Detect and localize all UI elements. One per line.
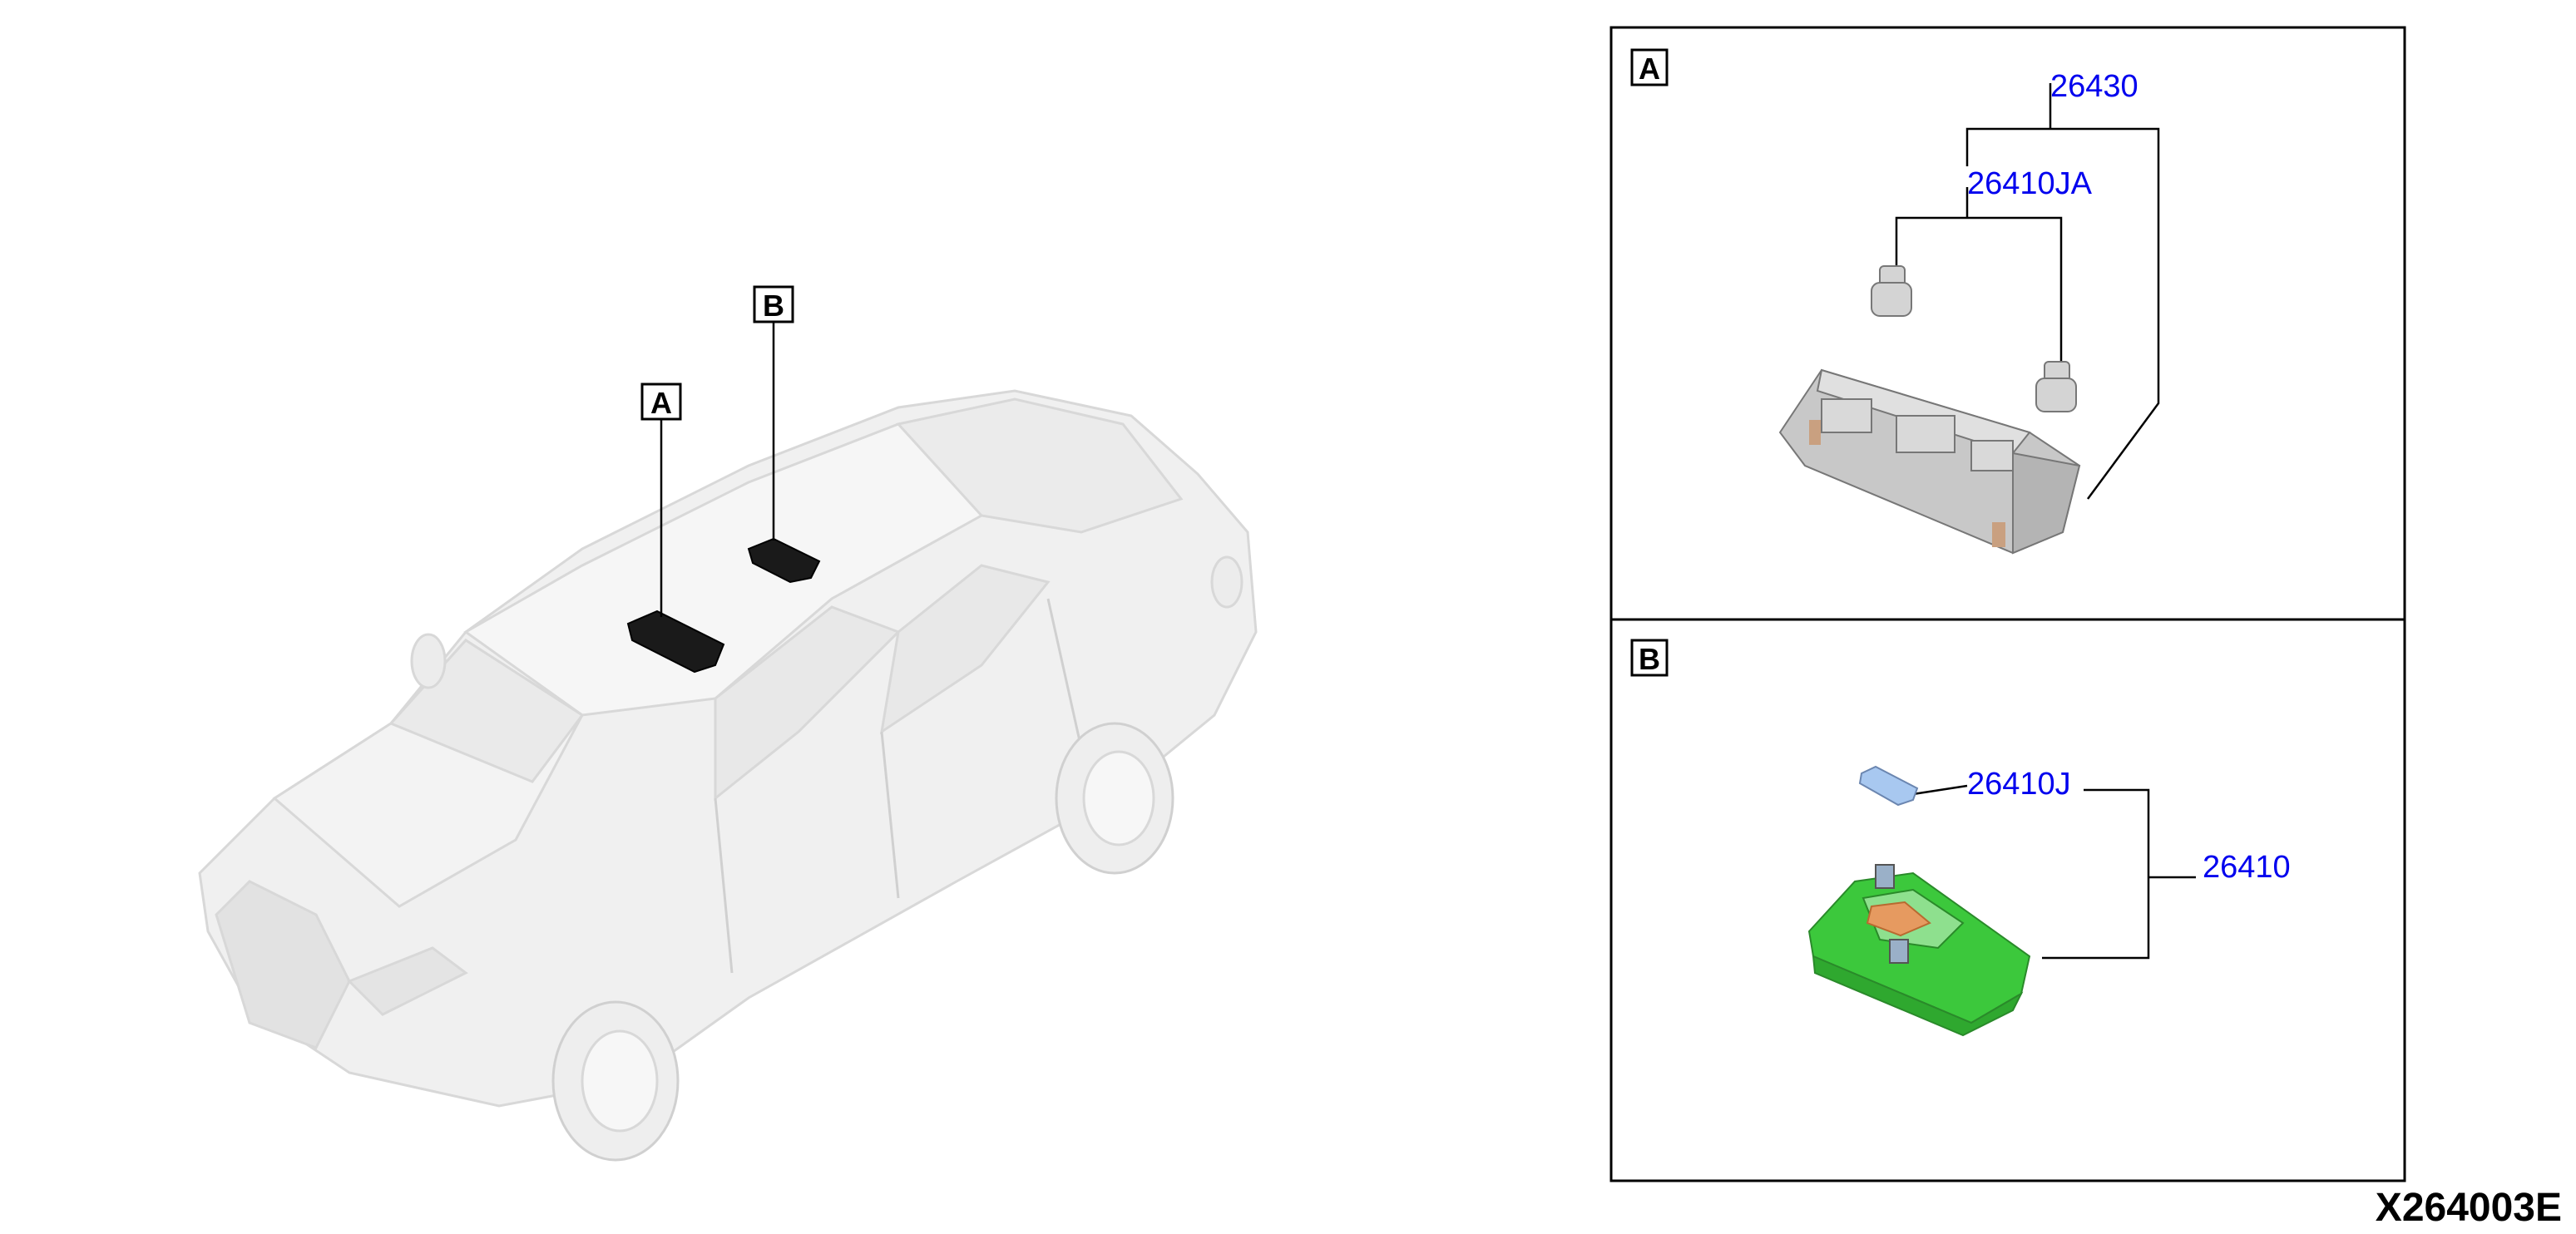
roof-lamp-assembly-26430: [1778, 368, 2081, 555]
locator-b: B: [753, 285, 794, 540]
panel-a: A 26430 26410JA: [1609, 26, 2406, 621]
part-number-26410ja: 26410JA: [1967, 166, 2093, 201]
part-number-26430: 26430: [2050, 69, 2138, 104]
part-number-26410: 26410: [2203, 850, 2291, 885]
leader-26410: [2042, 788, 2196, 960]
bulb-26410ja-left: [1871, 265, 1912, 317]
panel-a-label: A: [1639, 52, 1660, 86]
car-rear-window: [896, 397, 1184, 534]
illustration-reference-code: X264003E: [2376, 1186, 2562, 1230]
leader-26410j: [1912, 784, 1968, 796]
car-headlight: [347, 946, 468, 1016]
leader-26430: [1965, 83, 2160, 500]
car-mirror-rear: [1210, 555, 1244, 609]
car-door-line: [714, 598, 1083, 974]
car-illustration: [198, 389, 1258, 1162]
car-mirror: [410, 633, 447, 689]
part-number-26410j: 26410J: [1967, 767, 2071, 802]
bulb-26410ja-right: [2035, 361, 2077, 412]
car-side-window-front: [714, 605, 901, 802]
locator-a-label: A: [650, 386, 672, 420]
bulb-26410j: [1858, 765, 1919, 807]
car-rear-wheel: [1055, 722, 1174, 875]
car-side-window-rear: [879, 564, 1051, 735]
car-front-wheel: [551, 1000, 680, 1162]
locator-a: A: [640, 383, 682, 617]
locator-b-label: B: [763, 289, 784, 323]
roof-lamp-a-location: [626, 610, 725, 674]
roof-lamp-assembly-26410: [1807, 864, 2031, 1037]
panel-b: B 26410J 26410: [1609, 618, 2406, 1182]
panel-b-label: B: [1639, 642, 1660, 676]
leader-26410ja: [1895, 187, 2063, 373]
